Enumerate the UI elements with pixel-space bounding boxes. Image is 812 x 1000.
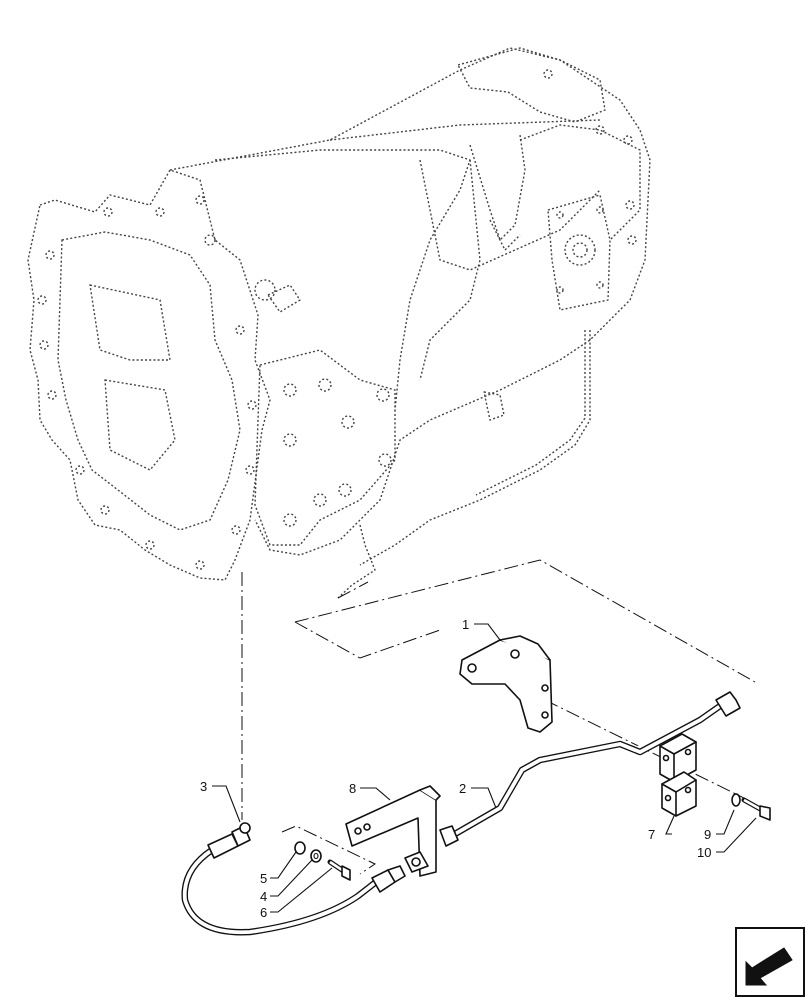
callout-4: 4 — [260, 889, 267, 904]
part-7-clamp — [659, 733, 697, 817]
callout-2: 2 — [459, 781, 466, 796]
part-10-bolt — [741, 797, 771, 821]
callout-1: 1 — [462, 617, 469, 632]
callout-leaders — [212, 623, 757, 913]
part-1-bracket — [459, 635, 553, 733]
part-4-washer — [310, 849, 322, 863]
previous-page-arrow-icon[interactable] — [735, 927, 805, 997]
callout-7: 7 — [648, 827, 655, 842]
callout-10: 10 — [697, 845, 711, 860]
part-6-bolt — [327, 859, 351, 881]
transmission-housing-phantom — [27, 47, 651, 599]
callout-8: 8 — [349, 781, 356, 796]
callout-3: 3 — [200, 779, 207, 794]
part-2-rigid-pipe — [439, 691, 741, 847]
callout-9: 9 — [704, 827, 711, 842]
callout-labels: 1 2 3 4 5 6 7 8 9 10 — [200, 617, 711, 920]
callout-5: 5 — [260, 871, 267, 886]
callout-6: 6 — [260, 905, 267, 920]
hose-assembly — [181, 822, 406, 936]
center-lines — [241, 559, 756, 875]
part-8-plate-bracket — [345, 785, 441, 877]
part-9-washer — [731, 793, 741, 807]
part-5-washer — [294, 841, 306, 855]
